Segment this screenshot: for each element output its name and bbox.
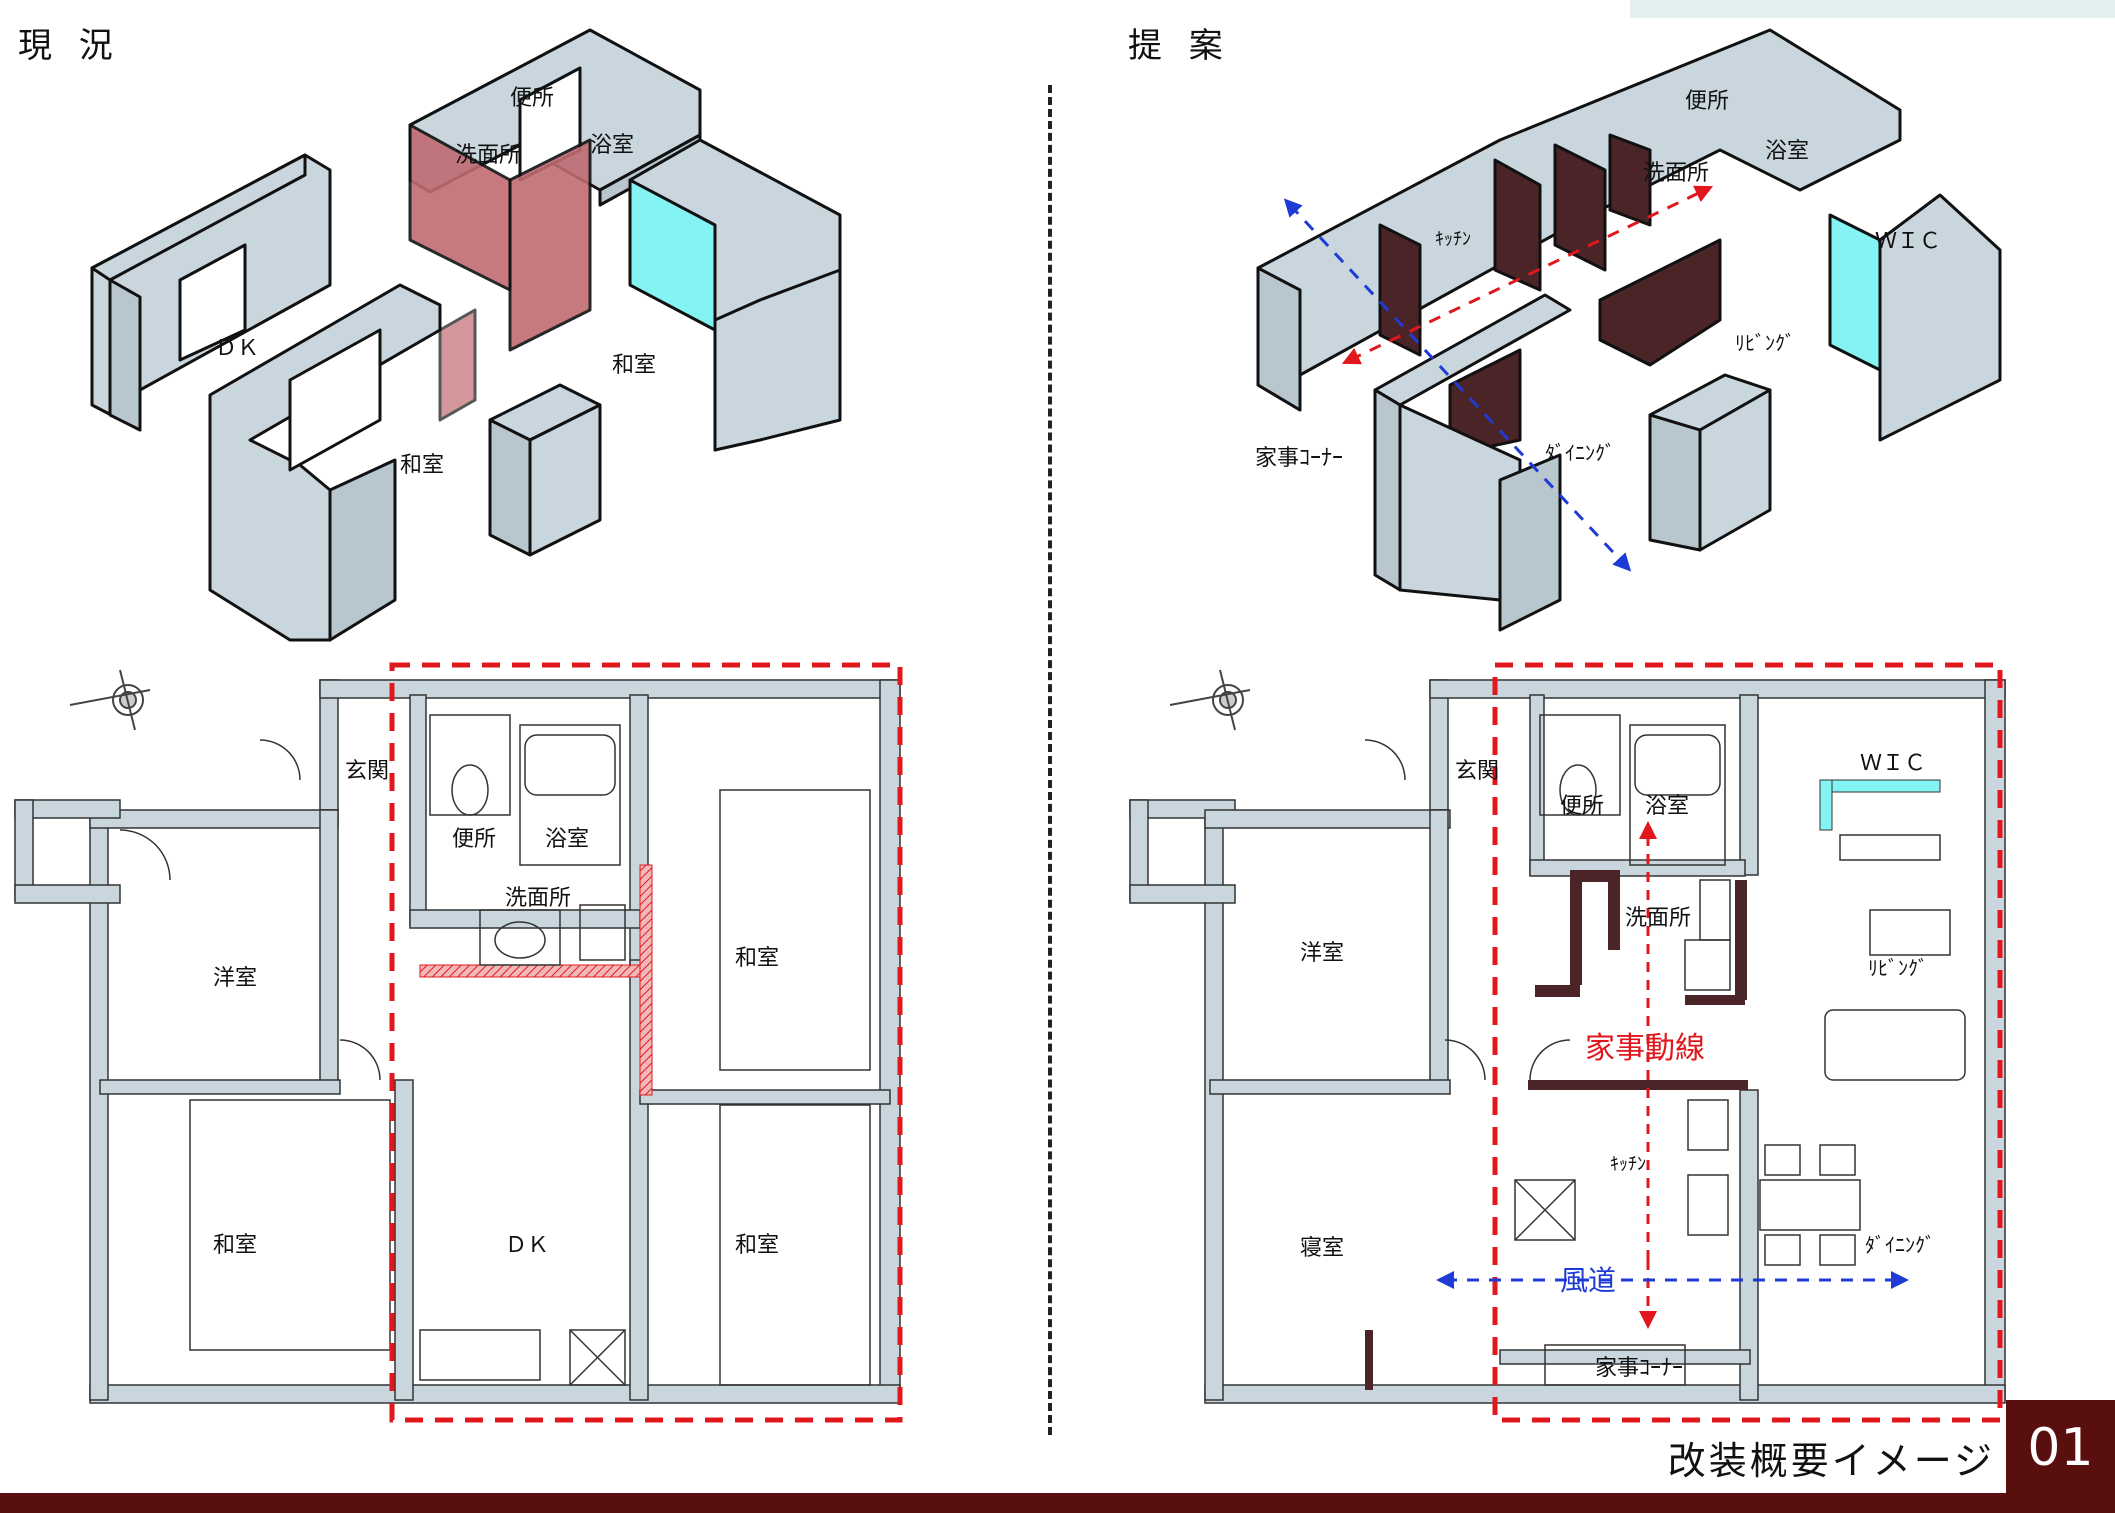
proposal-isometric xyxy=(1256,28,2002,632)
proposal-iso-dining-label: ﾀﾞｲﾆﾝｸﾞ xyxy=(1545,441,1615,465)
proposal-plan-wind-path-label: 風道 xyxy=(1560,1264,1616,1297)
footer-title: 改装概要イメージ xyxy=(1667,1439,1995,1483)
proposal-iso-toilet-label: 便所 xyxy=(1685,89,1729,114)
current-plan: 玄関 便所 浴室 洗面所 洋室 和室 和室 和室 ＤＫ xyxy=(14,662,903,1423)
current-iso-washitsu-left-label: 和室 xyxy=(400,453,444,478)
proposal-plan-washroom-label: 洗面所 xyxy=(1625,906,1691,931)
proposal-plan-kaji-corner-label: 家事ｺｰﾅｰ xyxy=(1595,1356,1683,1381)
bottom-bar xyxy=(0,1493,2115,1513)
page-number-badge: 01 xyxy=(2006,1400,2115,1495)
proposal-plan-kaji-line-label: 家事動線 xyxy=(1585,1031,1705,1066)
proposal-iso-washroom-label: 洗面所 xyxy=(1643,161,1709,186)
proposal-iso-arrows xyxy=(1283,185,1714,572)
proposal-plan-bath-label: 浴室 xyxy=(1645,794,1689,819)
current-iso-labels: 便所 洗面所 浴室 ＤＫ 和室 和室 xyxy=(215,86,656,478)
current-plan-washitsu-se-label: 和室 xyxy=(735,1233,779,1258)
proposal-iso-kitchen-label: ｷｯﾁﾝ xyxy=(1435,229,1471,250)
current-plan-toilet-label: 便所 xyxy=(452,827,496,852)
current-iso-toilet-label: 便所 xyxy=(510,86,554,111)
current-plan-washitsu-ne-label: 和室 xyxy=(735,946,779,971)
corner-tab xyxy=(1630,0,2115,18)
current-iso-bath-label: 浴室 xyxy=(590,133,634,158)
current-plan-bath-label: 浴室 xyxy=(545,827,589,852)
current-plan-entrance-label: 玄関 xyxy=(345,759,389,784)
current-iso-washitsu-right-label: 和室 xyxy=(612,353,656,378)
proposal-iso-kaji-label: 家事ｺｰﾅｰ xyxy=(1255,446,1343,471)
proposal-plan-youshitsu-label: 洋室 xyxy=(1300,941,1344,966)
proposal-plan-dining-label: ﾀﾞｲﾆﾝｸﾞ xyxy=(1865,1233,1935,1257)
proposal-iso-wic-label: ＷＩＣ xyxy=(1875,229,1941,254)
proposal-plan-entrance-label: 玄関 xyxy=(1455,759,1499,784)
proposal-plan-toilet-label: 便所 xyxy=(1560,794,1604,819)
current-iso-washroom-label: 洗面所 xyxy=(455,143,521,168)
proposal-plan: 玄関 便所 浴室 ＷＩＣ 洗面所 ﾘﾋﾞﾝｸﾞ 洋室 家事動線 ｷｯﾁﾝ 寝室 … xyxy=(1129,662,2006,1423)
proposal-plan-wic-label: ＷＩＣ xyxy=(1860,751,1926,776)
current-plan-dk-label: ＤＫ xyxy=(505,1233,549,1258)
proposal-plan-bedroom-label: 寝室 xyxy=(1300,1236,1344,1261)
proposal-iso-living-label: ﾘﾋﾞﾝｸﾞ xyxy=(1735,331,1795,355)
proposal-iso-bath-label: 浴室 xyxy=(1765,139,1809,164)
current-plan-youshitsu-label: 洋室 xyxy=(213,966,257,991)
current-iso-dk-label: ＤＫ xyxy=(215,336,259,361)
current-compass-icon xyxy=(69,669,151,731)
proposal-iso-labels: 便所 洗面所 浴室 ｷｯﾁﾝ ＷＩＣ ﾘﾋﾞﾝｸﾞ ﾀﾞｲﾆﾝｸﾞ 家事ｺｰﾅｰ xyxy=(1255,89,1941,471)
proposal-plan-kitchen-label: ｷｯﾁﾝ xyxy=(1610,1154,1646,1175)
center-divider xyxy=(1048,85,1052,1435)
page-number: 01 xyxy=(2027,1417,2094,1478)
proposal-compass-icon xyxy=(1169,669,1251,731)
current-plan-washroom-label: 洗面所 xyxy=(505,886,571,911)
current-isometric xyxy=(90,28,842,642)
proposal-title: 提 案 xyxy=(1128,26,1231,66)
current-plan-washitsu-w-label: 和室 xyxy=(213,1233,257,1258)
current-title: 現 況 xyxy=(18,26,121,66)
proposal-plan-living-label: ﾘﾋﾞﾝｸﾞ xyxy=(1868,956,1928,980)
